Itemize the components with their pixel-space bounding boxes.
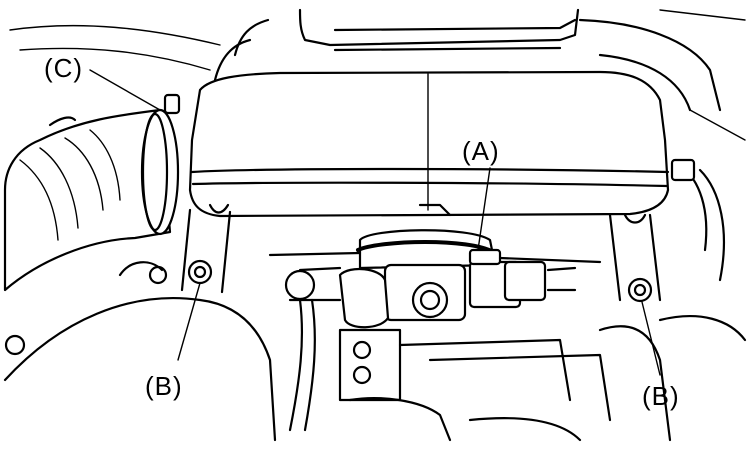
lower-engine	[3, 158, 747, 442]
throttle-body	[268, 229, 602, 329]
bolt-left	[180, 203, 232, 294]
callout-b-left-label: (B)	[145, 371, 183, 401]
callout-c-label: (C)	[44, 53, 83, 83]
callout-a-label: (A)	[462, 136, 500, 166]
leader-lines	[89, 69, 661, 376]
intake-duct	[3, 93, 181, 292]
bolt-right	[608, 213, 662, 303]
upper-hoses	[9, 8, 746, 141]
callout-b-right-label: (B)	[642, 381, 680, 411]
air-cleaner-upper-case	[188, 70, 670, 218]
